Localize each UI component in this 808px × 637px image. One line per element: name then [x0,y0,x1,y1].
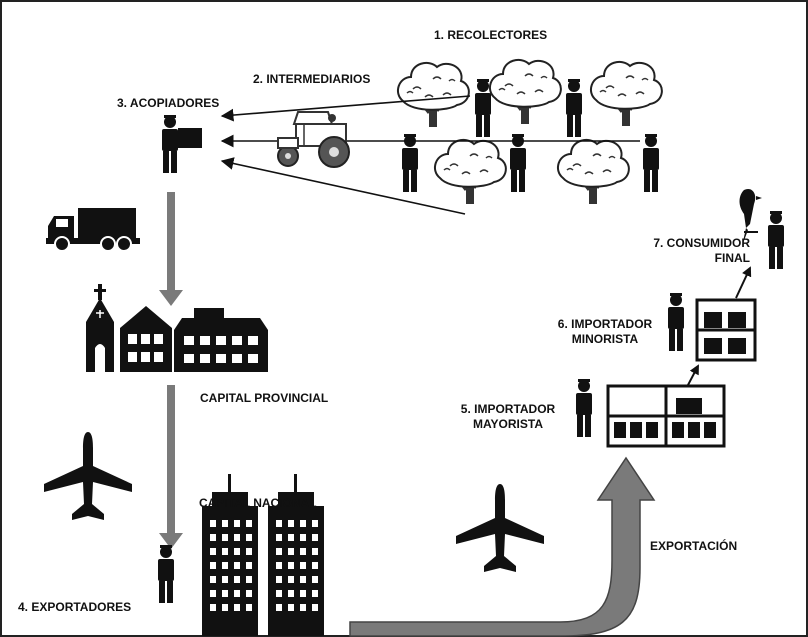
person-icon [668,293,684,351]
tree-icon [488,58,563,126]
shelf-boxes [614,398,716,438]
label-importador-minorista: 6. IMPORTADOR MINORISTA [552,317,658,347]
person-icon [576,379,592,437]
label-importador-mayorista: 5. IMPORTADOR MAYORISTA [455,402,561,432]
label-importador-mayorista-line1: 5. IMPORTADOR [460,402,556,416]
label-recolectores: 1. RECOLECTORES [434,28,548,42]
warehouse-shelf-icon [695,298,757,362]
label-consumidor-final-line1: 7. CONSUMIDOR [653,236,750,250]
skyscraper-icon [268,474,324,636]
down-arrow-2 [159,385,183,549]
label-importador-minorista-line1: 6. IMPORTADOR [557,317,653,331]
person-icon [768,211,784,269]
label-exportacion: EXPORTACIÓN [650,539,738,553]
person-icon [158,545,174,603]
label-acopiadores: 3. ACOPIADORES [117,96,220,110]
person-icon [566,79,582,137]
acopiador-person-icon [162,115,202,173]
person-icon [510,134,526,192]
airplane-icon [44,432,132,520]
label-capital-provincial: CAPITAL PROVINCIAL [200,391,329,405]
label-consumidor-final: 7. CONSUMIDOR FINAL [650,236,750,266]
label-exportadores: 4. EXPORTADORES [18,600,132,614]
flow-arrow [220,157,466,215]
export-arrow [349,456,656,637]
label-intermediarios: 2. INTERMEDIARIOS [253,72,371,86]
church-icon [86,284,114,372]
person-icon [475,79,491,137]
flow-arrow [220,95,471,122]
warehouse-shelf-icon [606,384,726,448]
tractor-icon [277,111,350,168]
airplane-icon [456,484,544,572]
shelf-boxes [704,312,746,354]
label-capital-nacional: CAPITAL NACIONAL [199,496,317,510]
tree-icon [433,138,508,206]
label-importador-minorista-line2: MINORISTA [571,332,639,346]
label-importador-mayorista-line2: MAYORISTA [472,417,543,431]
label-consumidor-final-line2: FINAL [714,251,750,265]
tree-icon [556,138,631,206]
tree-icon [589,60,664,128]
flow-arrow [735,266,752,299]
down-arrow-1 [159,192,183,306]
truck-icon [46,208,140,252]
flow-arrow [687,364,699,386]
person-icon [402,134,418,192]
tree-icon [396,61,471,129]
parrot-icon [739,188,762,246]
skyscraper-icon [202,474,258,636]
person-icon [643,134,659,192]
house-icon [120,306,172,372]
house-icon [174,308,268,372]
